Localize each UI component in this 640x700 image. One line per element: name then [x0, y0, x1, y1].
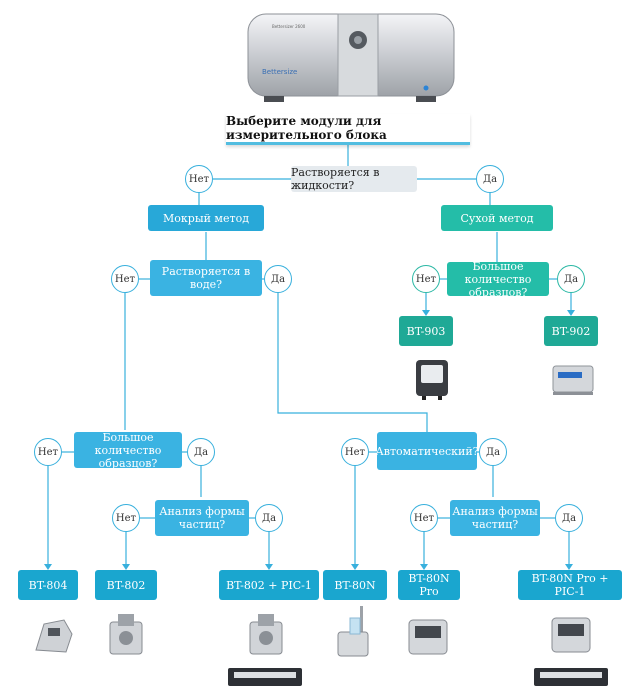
method-dry: Сухой метод: [441, 205, 553, 231]
answer-yes: Да: [255, 504, 283, 532]
answer-no: Нет: [410, 504, 438, 532]
question-dissolve-water: Растворяется в воде?: [150, 260, 262, 296]
bt802-pic1-device-image: [228, 614, 302, 686]
answer-no: Нет: [341, 438, 369, 466]
answer-yes: Да: [264, 265, 292, 293]
result-bt80n: BT-80N: [323, 570, 387, 600]
answer-yes: Да: [555, 504, 583, 532]
device-model: Bettersizer 2600: [272, 24, 306, 29]
answer-no: Нет: [34, 438, 62, 466]
answer-no: Нет: [112, 504, 140, 532]
answer-yes: Да: [557, 265, 585, 293]
bt80n-pro-pic1-device-image: [534, 617, 608, 686]
answer-no: Нет: [111, 265, 139, 293]
question-dissolve-liquid: Растворяется в жидкости?: [291, 166, 417, 192]
question-automatic: Автоматический?: [375, 432, 479, 470]
bt903-device-image: [416, 360, 448, 400]
bt80n-pro-device-image: [408, 619, 448, 655]
answer-no: Нет: [412, 265, 440, 293]
bt804-device-image: [35, 619, 73, 653]
bt902-device-image: [552, 365, 594, 395]
method-wet: Мокрый метод: [148, 205, 264, 231]
question-shape-analysis-left: Анализ формы частиц?: [155, 500, 249, 536]
result-bt903: BT-903: [399, 316, 453, 346]
answer-yes: Да: [476, 165, 504, 193]
bt802-device-image: [109, 614, 143, 655]
result-bt902: BT-902: [544, 316, 598, 346]
result-bt802: BT-802: [95, 570, 157, 600]
diagram-title: Выберите модули для измерительного блока: [226, 114, 470, 145]
bettersizer-device-image: Bettersize Bettersizer 2600: [247, 13, 455, 102]
question-many-samples-wet: Большое количество образцов?: [74, 431, 182, 470]
answer-no: Нет: [185, 165, 213, 193]
result-bt804: BT-804: [18, 570, 78, 600]
result-bt80n-pro: BT-80N Pro: [398, 570, 460, 600]
question-many-samples-dry: Большое количество образцов?: [447, 260, 549, 299]
result-bt802-pic1: BT-802 + PIC-1: [219, 570, 319, 600]
answer-yes: Да: [479, 438, 507, 466]
result-bt80n-pro-pic1: BT-80N Pro + PIC-1: [518, 570, 622, 600]
answer-yes: Да: [187, 438, 215, 466]
bt80n-device-image: [337, 606, 369, 657]
device-brand: Bettersize: [262, 68, 297, 76]
question-shape-analysis-right: Анализ формы частиц?: [450, 500, 540, 536]
